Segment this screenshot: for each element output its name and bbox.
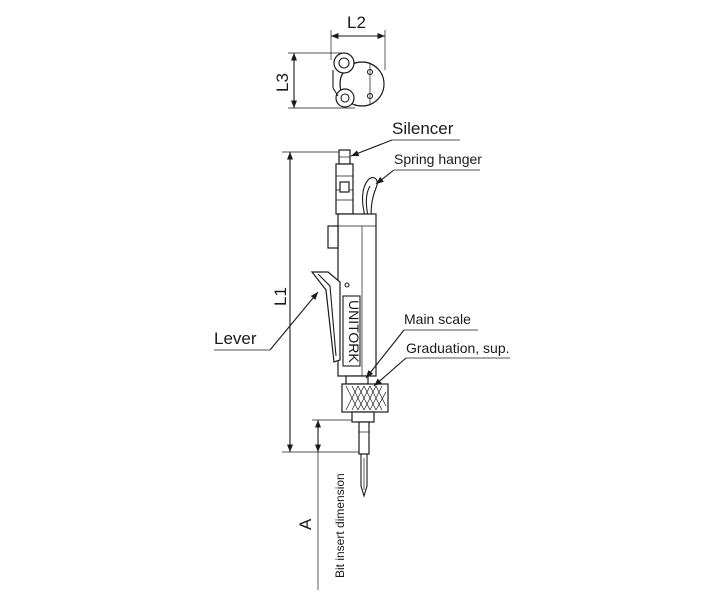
lever: [310, 271, 341, 363]
graduation-leader: [373, 357, 407, 387]
callouts: Silencer Spring hanger Lever Main scale …: [214, 119, 510, 387]
l3-label: L3: [273, 73, 292, 92]
side-view: L1 A Bit insert dimension UNITORK: [271, 149, 389, 590]
tool-body: [337, 213, 377, 377]
body-screw: [344, 282, 350, 288]
chuck-collar: [351, 411, 375, 423]
l2-label: L2: [347, 13, 366, 32]
silencer-label: Silencer: [392, 119, 454, 138]
silencer-leader: [350, 139, 393, 157]
lever-leader: [269, 291, 319, 351]
end-view-screw-bottom: [366, 92, 374, 100]
spring-hanger-leader: [375, 169, 395, 185]
screwdriver-bit: [360, 454, 368, 498]
end-view-screw-top: [366, 68, 374, 76]
bit-insert-label: Bit insert dimension: [333, 473, 347, 578]
l1-label: L1: [271, 287, 290, 306]
graduation-label: Graduation, sup.: [406, 340, 510, 356]
scale-ring: [345, 375, 369, 385]
lever-pivot: [327, 225, 339, 249]
brand-label: UNITORK: [346, 300, 362, 363]
brand-window: [342, 295, 361, 367]
end-view-lever-edge: [332, 70, 339, 97]
end-view-hanger-hole: [340, 93, 350, 103]
spring-hanger: [361, 177, 378, 223]
a-label: A: [296, 518, 315, 530]
end-view-silencer: [333, 52, 355, 74]
main-scale-leader: [365, 329, 405, 379]
top-view: L2 L3: [273, 13, 386, 109]
main-scale-label: Main scale: [404, 311, 471, 327]
bit-holder: [358, 421, 370, 455]
lever-label: Lever: [214, 329, 257, 348]
knurl-pattern: [345, 385, 387, 411]
spring-hanger-label: Spring hanger: [394, 151, 482, 167]
air-inlet-hex: [339, 181, 350, 193]
lever-inner-edge: [317, 273, 337, 357]
end-view-silencer-bore: [338, 57, 350, 69]
end-view-hanger-eye: [335, 88, 355, 108]
